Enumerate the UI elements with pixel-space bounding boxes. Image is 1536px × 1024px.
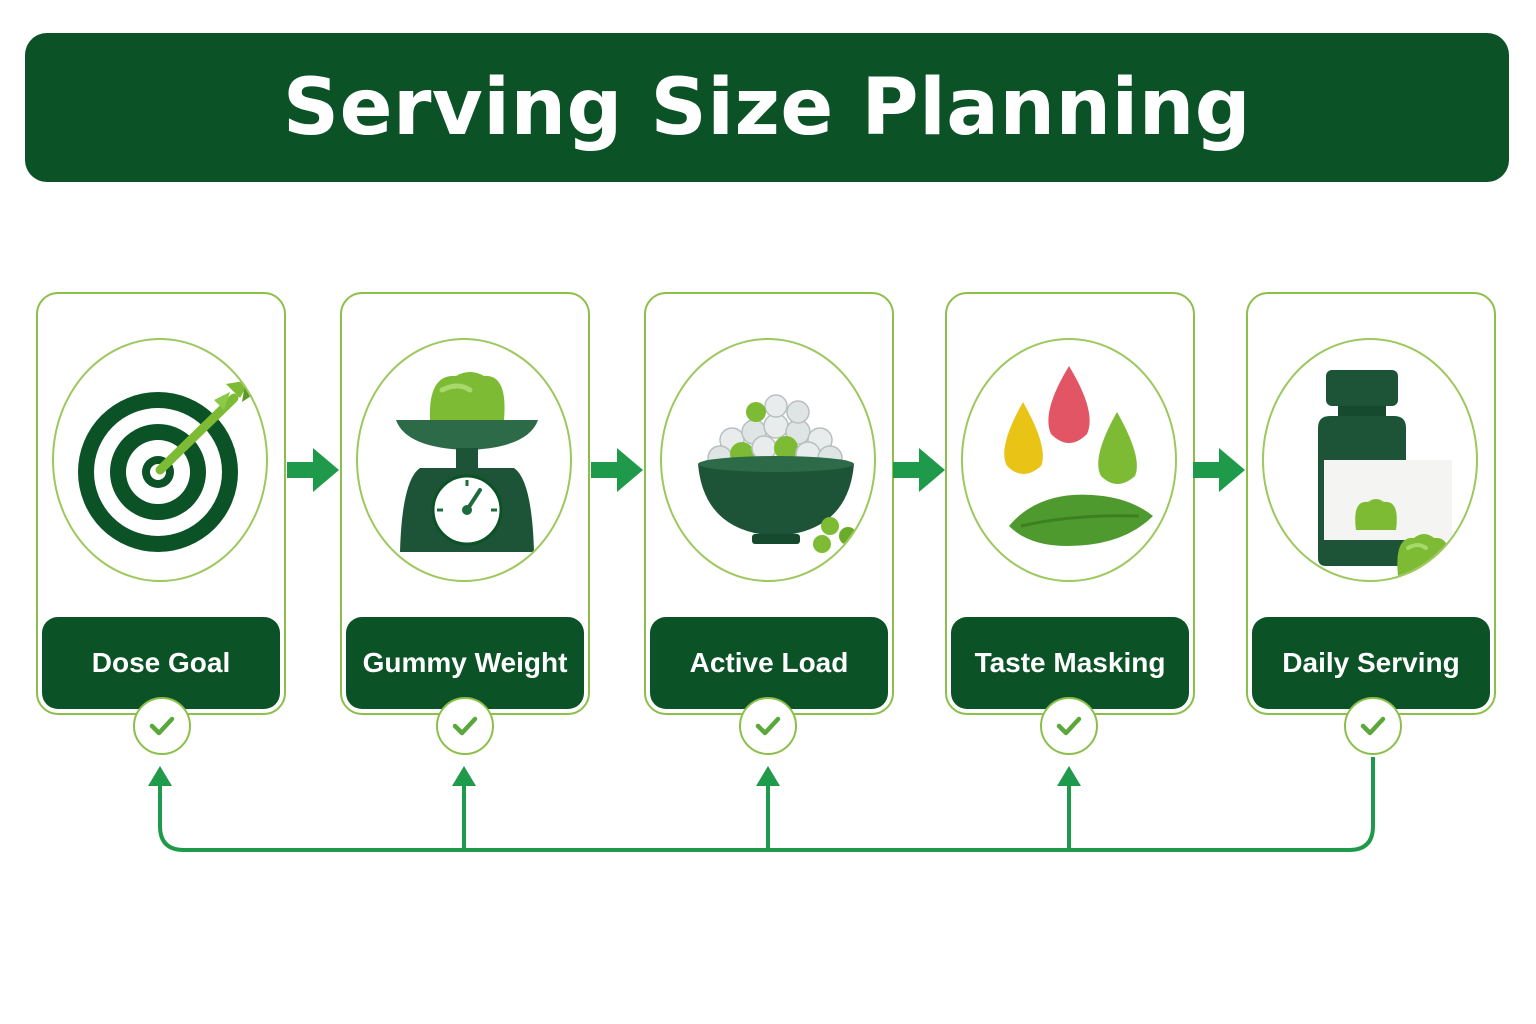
arrow-right-icon: [591, 448, 643, 492]
checkmark-icon: [452, 716, 478, 736]
checkmark-badge: [739, 697, 797, 755]
supplement-bottle-icon: [1318, 370, 1452, 576]
checkmark-badge: [133, 697, 191, 755]
stage-icon-frame: [1262, 338, 1478, 582]
stage-label: Taste Masking: [951, 617, 1189, 709]
bowl-of-beads-icon: [698, 394, 857, 553]
stage-card-active-load: Active Load: [644, 292, 894, 715]
arrow-up-icon: [756, 766, 780, 786]
page-title: Serving Size Planning: [282, 62, 1252, 153]
checkmark-icon: [149, 716, 175, 736]
checkmark-icon: [1056, 716, 1082, 736]
arrow-up-icon: [1057, 766, 1081, 786]
stage-card-dose-goal: Dose Goal: [36, 292, 286, 715]
arrow-right-icon: [1193, 448, 1245, 492]
stage-label: Dose Goal: [42, 617, 280, 709]
stage-card-daily-serving: Daily Serving: [1246, 292, 1496, 715]
checkmark-badge: [1040, 697, 1098, 755]
arrow-right-icon: [287, 448, 339, 492]
checkmark-badge: [436, 697, 494, 755]
checkmark-icon: [1360, 716, 1386, 736]
title-banner: Serving Size Planning: [25, 33, 1509, 182]
stage-card-taste-masking: Taste Masking: [945, 292, 1195, 715]
stage-card-gummy-weight: Gummy Weight: [340, 292, 590, 715]
scale-icon: [396, 372, 538, 552]
droplets-leaf-icon: [1004, 366, 1153, 546]
target-icon: [78, 378, 260, 552]
arrow-up-icon: [148, 766, 172, 786]
arrow-up-icon: [452, 766, 476, 786]
checkmark-icon: [755, 716, 781, 736]
arrow-right-icon: [893, 448, 945, 492]
stage-icon-frame: [660, 338, 876, 582]
stage-icon-frame: [52, 338, 268, 582]
stage-label: Daily Serving: [1252, 617, 1490, 709]
stage-label: Gummy Weight: [346, 617, 584, 709]
stage-icon-frame: [356, 338, 572, 582]
stage-label: Active Load: [650, 617, 888, 709]
stage-icon-frame: [961, 338, 1177, 582]
checkmark-badge: [1344, 697, 1402, 755]
